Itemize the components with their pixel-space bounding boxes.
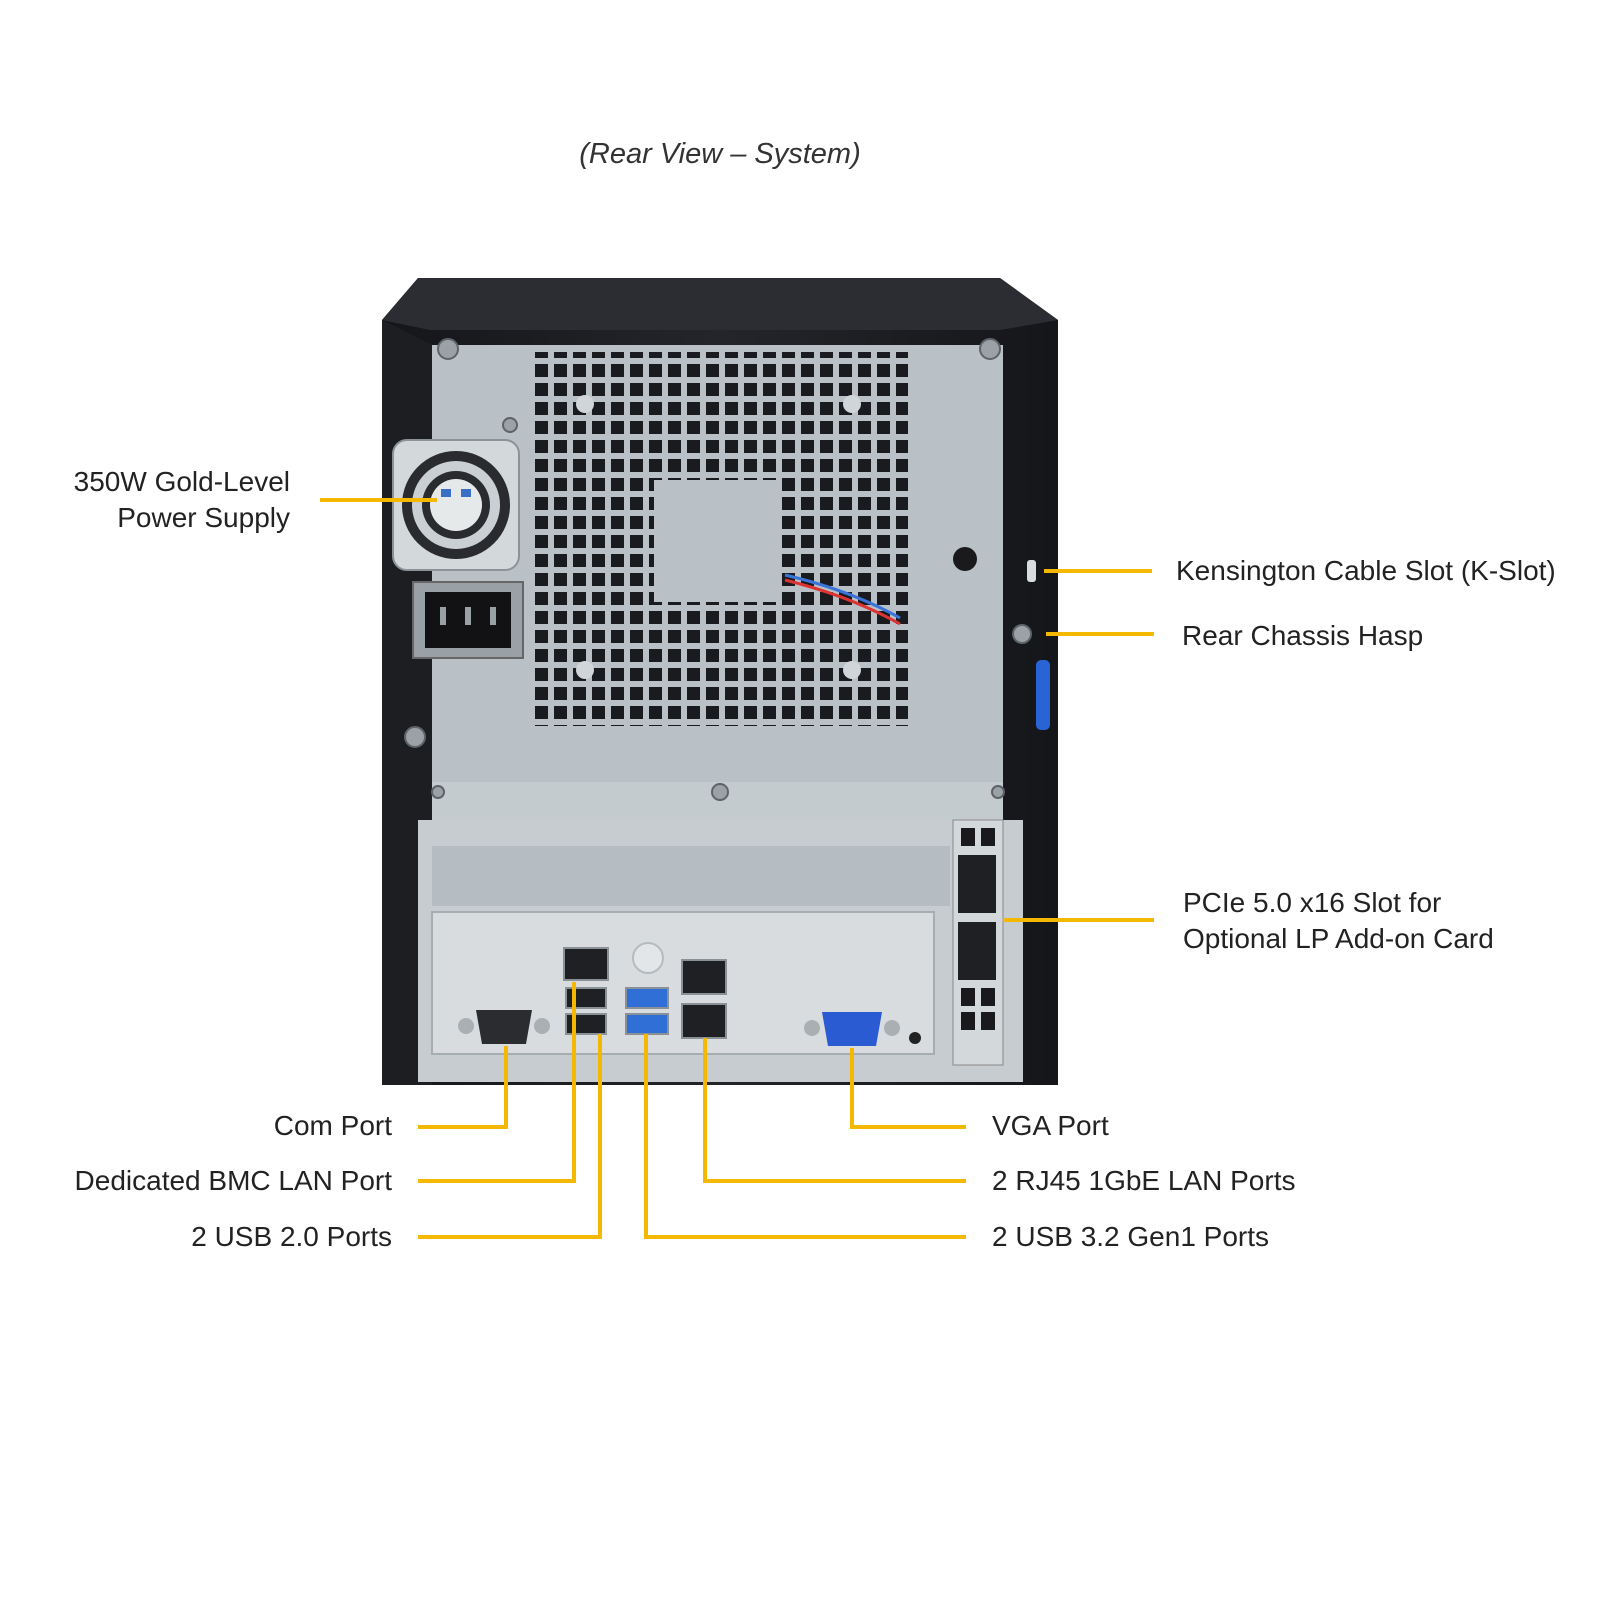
leader-vga — [850, 1048, 966, 1129]
leader-com-port — [418, 1046, 508, 1129]
leader-usb3 — [644, 1034, 966, 1239]
fan-wires — [784, 573, 901, 620]
label-pcie-slot: PCIe 5.0 x16 Slot for Optional LP Add-on… — [1183, 887, 1494, 954]
kensington-slot-icon — [1027, 560, 1036, 582]
com-port-connector — [458, 1010, 550, 1044]
usb3-port-top — [625, 987, 669, 1009]
power-button-cutout — [632, 942, 664, 974]
leader-usb2 — [418, 1034, 602, 1239]
fan-hub — [654, 480, 780, 602]
label-usb2: 2 USB 2.0 Ports — [191, 1221, 392, 1252]
screw-icons — [404, 338, 1032, 801]
label-power-supply: 350W Gold-Level Power Supply — [73, 466, 290, 533]
rear-chassis-hasp-icon — [1036, 660, 1050, 730]
leader-lines — [320, 498, 1154, 1239]
bmc-lan-jack — [563, 947, 609, 981]
figure-caption: (Rear View – System) — [579, 138, 861, 170]
io-shield-hole — [909, 1032, 921, 1044]
chassis-top-bevel — [382, 278, 1058, 330]
expansion-bracket-area — [432, 846, 950, 906]
vga-port-connector — [804, 1012, 900, 1046]
panel-hole — [953, 547, 977, 571]
usb3-port-bottom — [625, 1013, 669, 1035]
leader-rj45 — [703, 1038, 966, 1183]
label-bmc-lan: Dedicated BMC LAN Port — [74, 1165, 392, 1196]
label-rear-chassis-hasp: Rear Chassis Hasp — [1182, 620, 1424, 651]
label-kensington-slot: Kensington Cable Slot (K-Slot) — [1176, 555, 1556, 586]
label-rj45: 2 RJ45 1GbE LAN Ports — [992, 1165, 1296, 1196]
rj45-port-top — [681, 959, 727, 995]
pcie-slot-bracket — [952, 819, 1004, 1066]
leader-bmc-lan — [418, 982, 576, 1183]
psu-fan-icon — [392, 439, 520, 571]
label-vga: VGA Port — [992, 1110, 1109, 1141]
fan-mount-screws — [576, 395, 861, 679]
label-usb3: 2 USB 3.2 Gen1 Ports — [992, 1221, 1270, 1252]
fan-wire-red — [784, 578, 901, 626]
label-com-port: Com Port — [273, 1110, 392, 1141]
ac-power-inlet-icon — [412, 581, 524, 659]
rj45-port-bottom — [681, 1003, 727, 1039]
